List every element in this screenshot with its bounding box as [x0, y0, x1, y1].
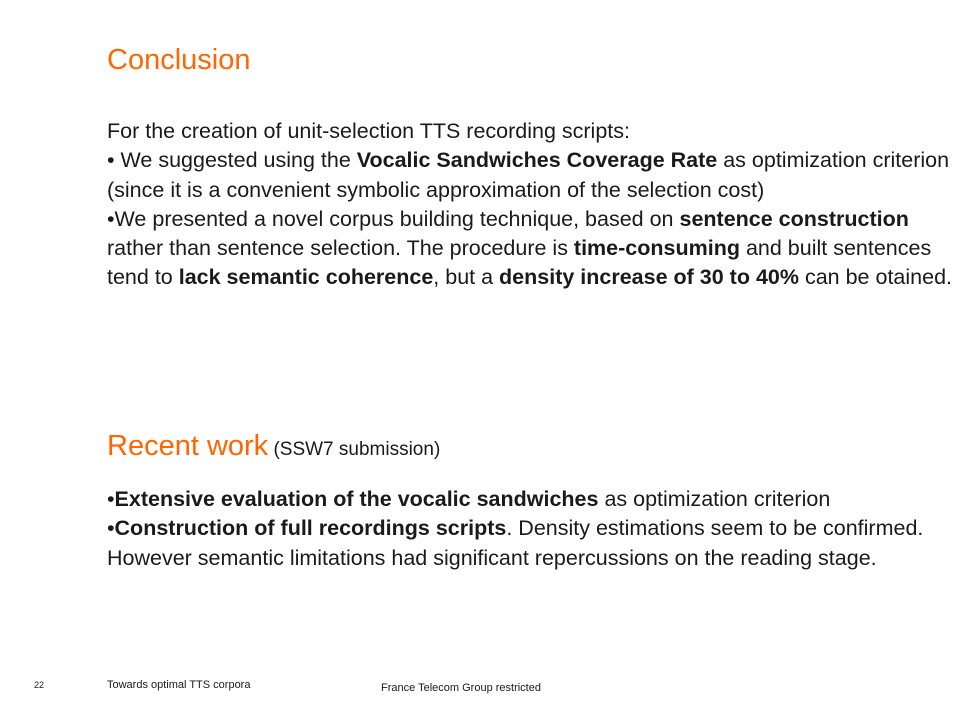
bullet-text: , but a — [433, 265, 500, 290]
bullet-emphasis: time-consuming — [573, 236, 740, 261]
bullet-emphasis: Extensive evaluation of the vocalic sand… — [114, 487, 599, 511]
recent-bullet-1: •Extensive evaluation of the vocalic san… — [107, 485, 957, 514]
bullet-emphasis: sentence construction — [679, 206, 909, 231]
footer-title: Towards optimal TTS corpora — [107, 679, 251, 691]
conclusion-intro: For the creation of unit-selection TTS r… — [107, 119, 630, 143]
recent-work-body: •Extensive evaluation of the vocalic san… — [107, 485, 957, 573]
bullet-marker: • — [107, 487, 115, 511]
recent-work-heading: Recent work (SSW7 submission) — [107, 430, 440, 463]
bullet-emphasis: Construction of full recordings scripts — [114, 516, 507, 541]
page-number: 22 — [34, 680, 45, 690]
conclusion-bullet-2: •We presented a novel corpus building te… — [107, 205, 957, 293]
bullet-text: rather than sentence selection. The proc… — [107, 236, 574, 261]
bullet-marker: • — [107, 516, 115, 541]
bullet-text: . Density estimations seem to be confirm… — [107, 516, 924, 570]
recent-bullet-2: •Construction of full recordings scripts… — [107, 514, 957, 573]
conclusion-bullet-1: • We suggested using the Vocalic Sandwic… — [107, 146, 957, 205]
recent-work-note: (SSW7 submission) — [268, 439, 441, 460]
bullet-emphasis: density increase of 30 to 40% — [499, 265, 799, 290]
bullet-text: • We suggested using the — [107, 148, 357, 173]
conclusion-title: Conclusion — [107, 44, 251, 76]
bullet-emphasis: Vocalic Sandwiches Coverage Rate — [356, 148, 718, 173]
recent-work-title: Recent work — [107, 430, 269, 462]
footer-classification: France Telecom Group restricted — [381, 682, 541, 694]
bullet-emphasis: lack semantic coherence — [178, 265, 434, 290]
conclusion-body: For the creation of unit-selection TTS r… — [107, 117, 957, 293]
bullet-text: as optimization criterion (since it is a… — [107, 148, 950, 202]
bullet-text: •We presented a novel corpus building te… — [107, 206, 680, 231]
conclusion-heading: Conclusion — [107, 44, 250, 77]
bullet-text: as optimization criterion — [598, 487, 831, 511]
bullet-text: and built sentences tend to — [107, 236, 932, 290]
bullet-text: can be otained. — [798, 265, 952, 290]
